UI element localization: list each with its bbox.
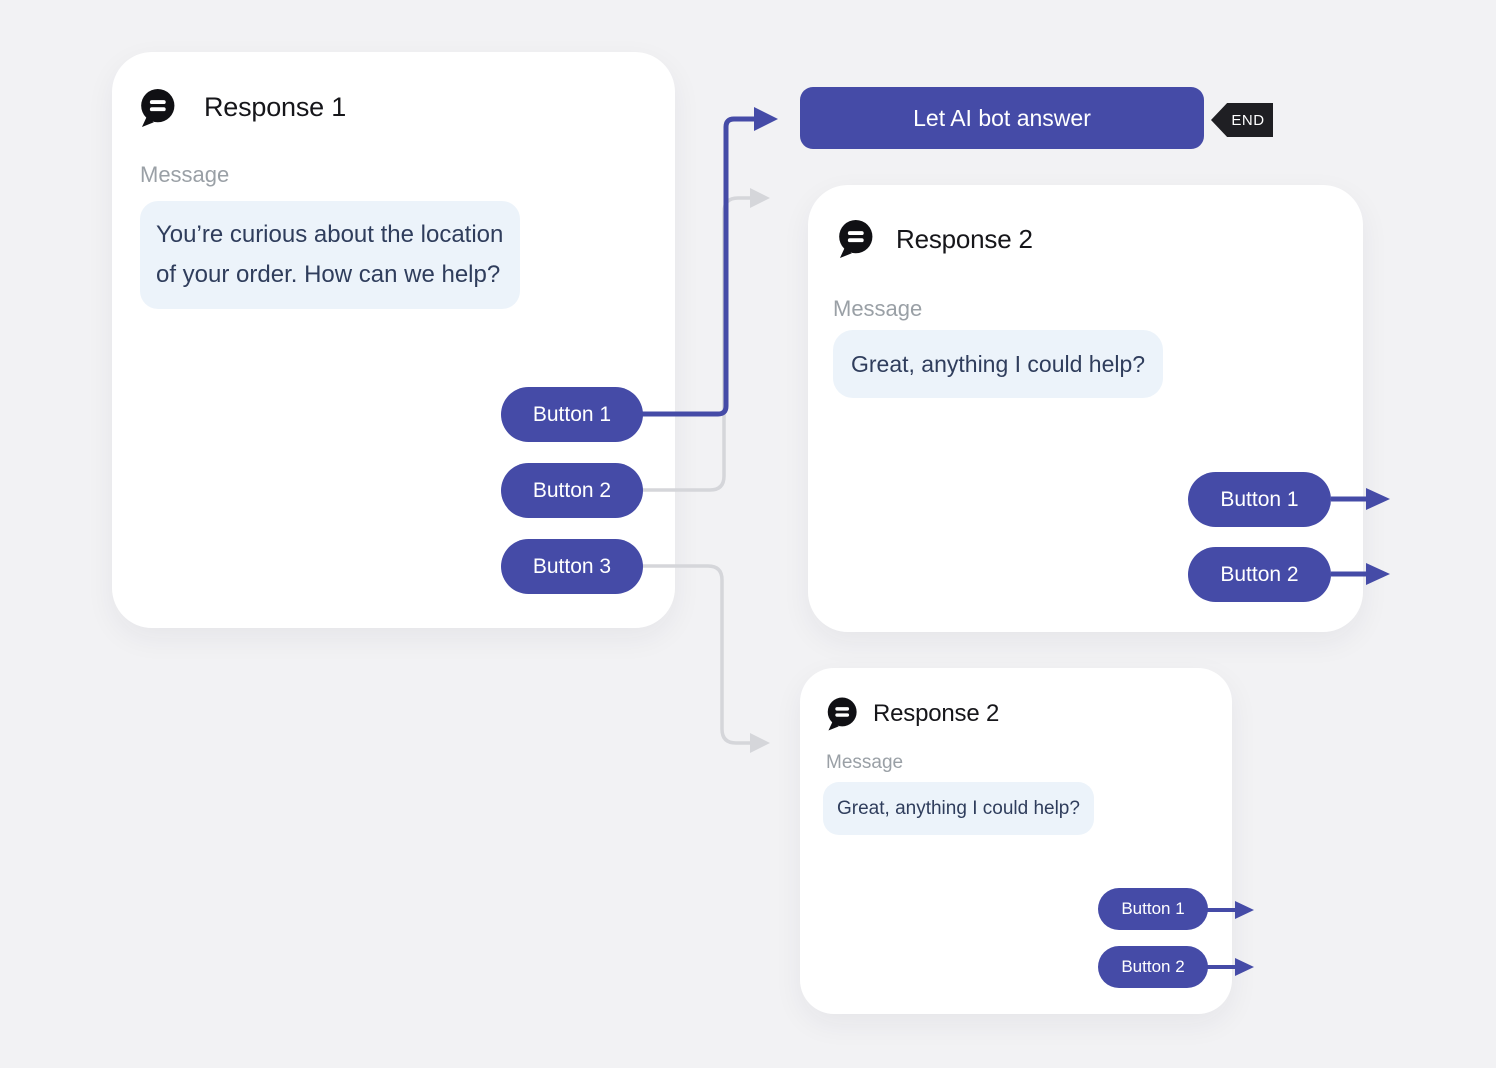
message-preview-bubble: Great, anything I could help? [833,330,1164,398]
response-1-button-3[interactable]: Button 3 [501,539,643,594]
response-1-button-2[interactable]: Button 2 [501,463,643,518]
response-2-top-node[interactable]: Response 2 Message Great, anything I cou… [808,185,1363,632]
message-preview-bubble: You’re curious about the location of you… [140,201,520,309]
response-1-node[interactable]: Response 1 Message You’re curious about … [112,52,675,628]
response-2-bottom-button-1[interactable]: Button 1 [1098,888,1208,930]
ai-bot-answer-node[interactable]: Let AI bot answer [800,87,1204,149]
chat-bubble-icon [836,217,874,261]
message-label: Message [140,162,230,187]
message-preview-bubble: Great, anything I could help? [823,782,1094,835]
response-1-button-1[interactable]: Button 1 [501,387,643,442]
node-title: Response 2 [896,224,1033,254]
end-flow-badge: END [1211,103,1273,137]
response-2-top-button-2[interactable]: Button 2 [1188,547,1331,602]
message-label: Message [833,296,923,321]
chat-bubble-icon [138,86,176,130]
response-2-bottom-button-2[interactable]: Button 2 [1098,946,1208,988]
node-title: Response 2 [873,700,1000,727]
message-label: Message [826,752,904,773]
node-title: Response 1 [204,92,347,122]
chat-bubble-icon [825,695,858,733]
response-2-top-button-1[interactable]: Button 1 [1188,472,1331,527]
response-2-bottom-node[interactable]: Response 2 Message Great, anything I cou… [800,668,1232,1014]
